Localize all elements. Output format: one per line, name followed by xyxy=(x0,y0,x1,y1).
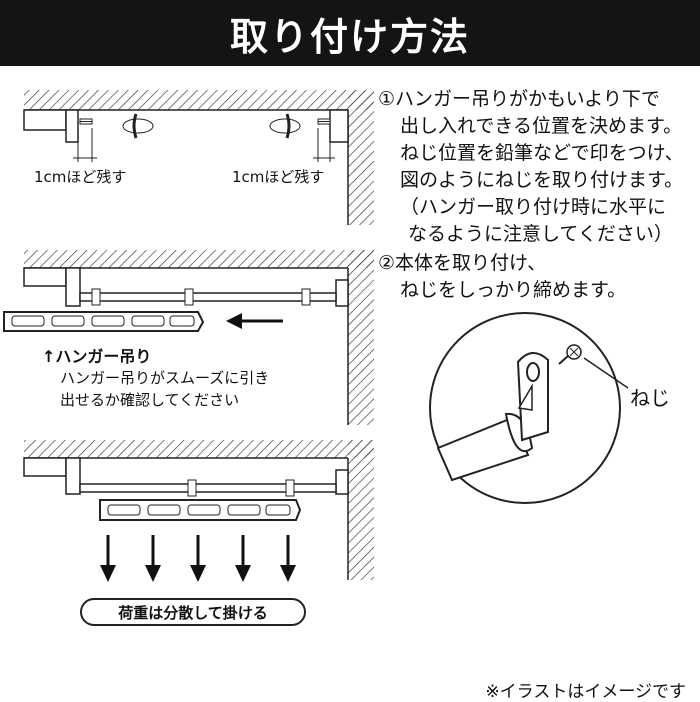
page-title: 取り付け方法 xyxy=(229,14,470,59)
hanger-description: ハンガー吊りがスムーズに引き xyxy=(60,369,270,387)
screw-icon xyxy=(558,344,582,365)
figure-screw-position xyxy=(23,90,374,225)
hanger-label: ↑ハンガー吊り xyxy=(42,347,152,366)
hanger-description: 出せるか確認してください xyxy=(60,391,240,409)
title-bar: 取り付け方法 xyxy=(0,0,700,66)
arrow-down-icon xyxy=(280,535,296,582)
arrow-down-icon xyxy=(190,535,206,582)
detail-bracket-zoom xyxy=(429,312,629,504)
arrow-left-icon xyxy=(226,313,283,329)
instruction-line: ②本体を取り付け、 xyxy=(378,252,547,274)
arrow-down-icon xyxy=(100,535,116,582)
instruction-line: ねじをしっかり締めます。 xyxy=(400,279,627,301)
arrow-down-icon xyxy=(145,535,161,582)
hanger-rack xyxy=(3,311,205,332)
instruction-line: 出し入れできる位置を決めます。 xyxy=(400,115,683,137)
screw-icon xyxy=(317,118,331,125)
screw-label: ねじ xyxy=(630,386,670,410)
bracket-icon xyxy=(269,113,301,139)
arrow-down-icon xyxy=(235,535,251,582)
instruction-line: （ハンガー取り付け時に水平に xyxy=(400,196,667,218)
hanger-rack xyxy=(99,499,302,521)
instruction-line: ①ハンガー吊りがかもいより下で xyxy=(378,88,660,110)
load-caption: 荷重は分散して掛ける xyxy=(80,598,306,626)
figure-install xyxy=(3,250,374,425)
bracket-icon xyxy=(122,113,154,139)
figure-load xyxy=(23,440,374,582)
left-margin-label: 1cmほど残す xyxy=(34,168,127,186)
instruction-line: なるように注意してください） xyxy=(408,223,673,245)
footer-note: ※イラストはイメージです xyxy=(485,682,686,702)
instruction-line: 図のようにねじを取り付けます。 xyxy=(400,169,684,191)
right-margin-label: 1cmほど残す xyxy=(232,168,325,186)
instruction-line: ねじ位置を鉛筆などで印をつけ、 xyxy=(400,142,684,164)
screw-icon xyxy=(79,118,93,125)
